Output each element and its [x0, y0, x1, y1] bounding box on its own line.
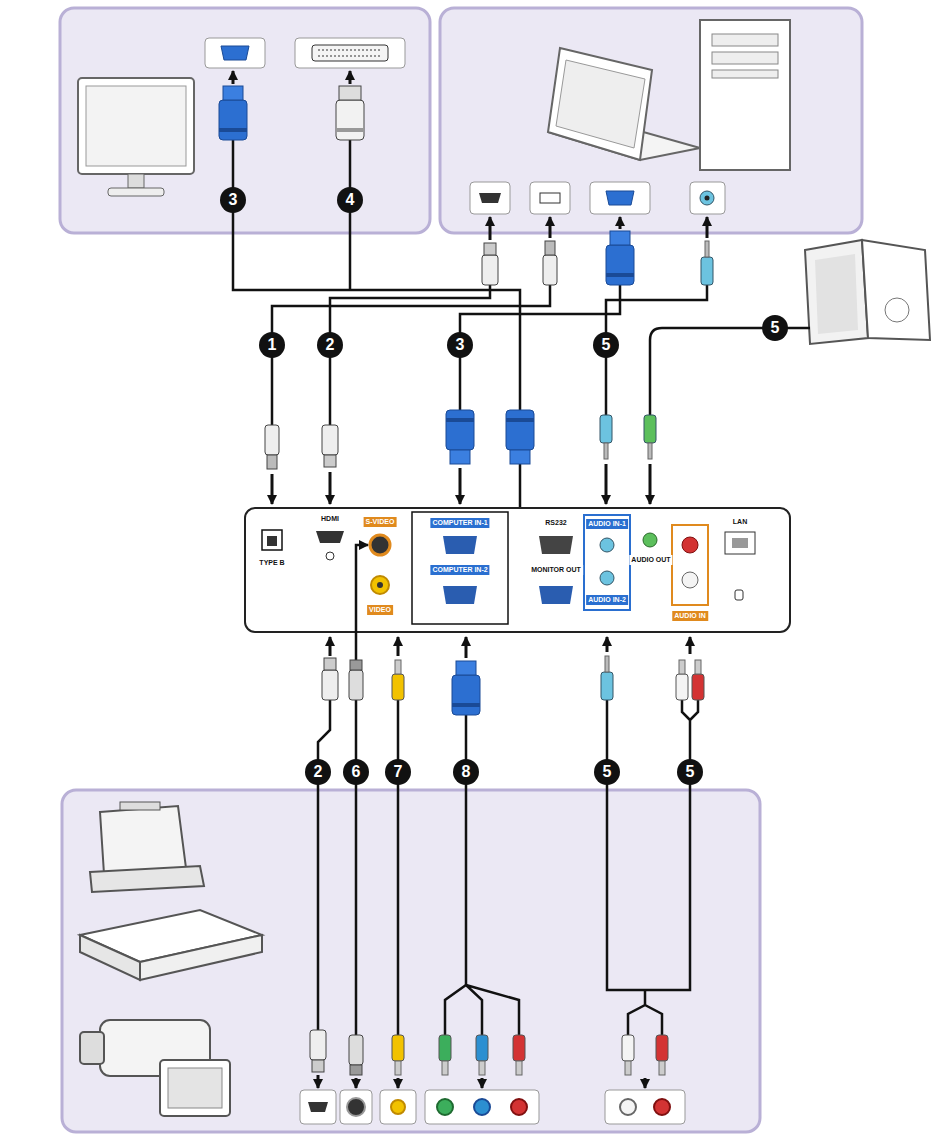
port-label: COMPUTER IN-1 [430, 518, 489, 528]
callout-number: 4 [337, 187, 363, 213]
callout-number: 5 [593, 332, 619, 358]
bottom-cables [318, 545, 698, 1035]
callout-number: 1 [259, 332, 285, 358]
port-label: HDMI [319, 514, 341, 524]
callout-number: 6 [343, 759, 369, 785]
callout-number: 5 [677, 759, 703, 785]
callout-number: 8 [453, 759, 479, 785]
callout-number: 3 [447, 332, 473, 358]
callout-number: 2 [305, 759, 331, 785]
port-label: LAN [731, 517, 749, 527]
callout-number: 3 [220, 187, 246, 213]
callout-number: 5 [762, 315, 788, 341]
port-label: TYPE B [257, 558, 286, 568]
av-devices-figure [80, 802, 685, 1124]
top-plugs [219, 86, 713, 469]
port-label: AUDIO IN-1 [586, 519, 628, 529]
port-label: RS232 [543, 518, 568, 528]
speakers-figure [805, 240, 930, 344]
computer-figure [470, 20, 790, 214]
monitor-figure [78, 38, 405, 196]
callout-number: 5 [594, 759, 620, 785]
port-label: COMPUTER IN-2 [430, 565, 489, 575]
port-label: VIDEO [367, 605, 393, 615]
device-panels [60, 8, 862, 1132]
port-label: MONITOR OUT [529, 565, 583, 575]
callout-number: 7 [385, 759, 411, 785]
port-label: AUDIO IN [672, 611, 708, 621]
projector-panel [245, 508, 790, 632]
port-label: AUDIO IN-2 [586, 595, 628, 605]
bottom-plugs [310, 656, 704, 1075]
port-label: AUDIO OUT [629, 555, 672, 565]
port-label: S-VIDEO [364, 517, 397, 527]
callout-number: 2 [317, 332, 343, 358]
